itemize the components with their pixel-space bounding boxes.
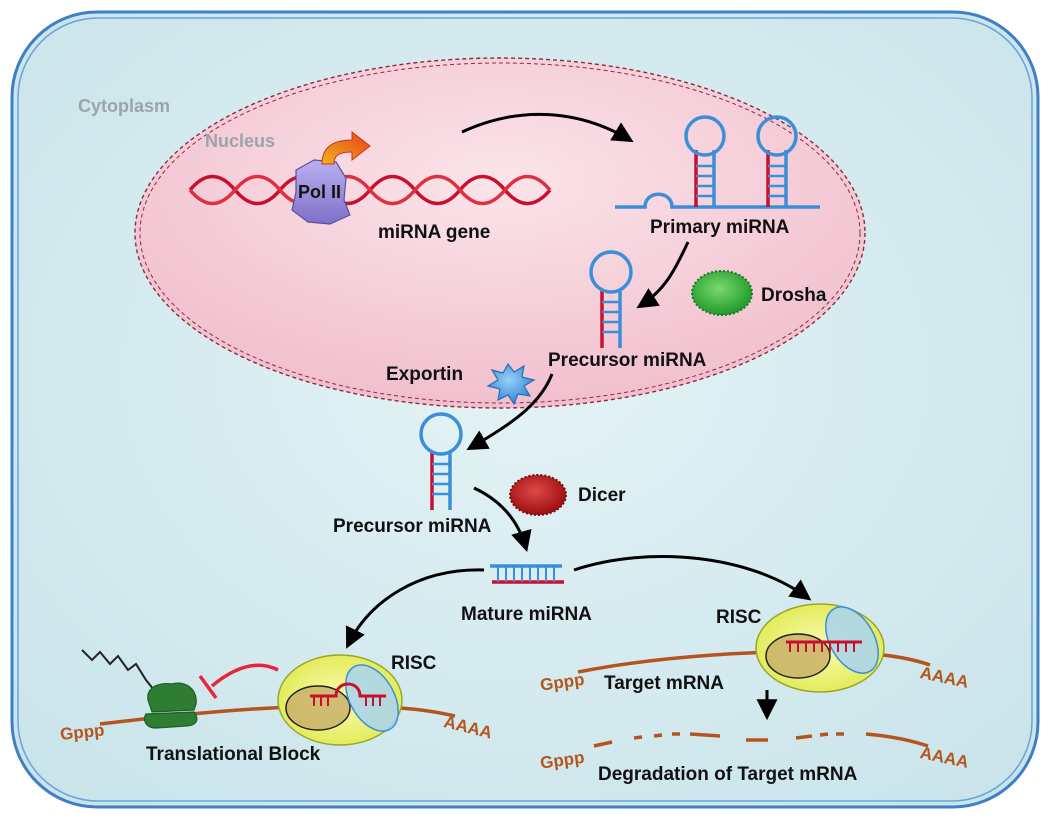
precursor-mirna-nucleus bbox=[589, 250, 633, 348]
target-mrna-label: Target mRNA bbox=[604, 673, 724, 694]
dicer-enzyme bbox=[509, 474, 567, 516]
degraded-mrna-fragments bbox=[593, 732, 929, 748]
arrow-to-translational-block bbox=[345, 568, 485, 649]
arrow-drosha-cleavage bbox=[636, 241, 690, 309]
exportin-protein bbox=[486, 362, 536, 406]
pol2-label: Pol II bbox=[298, 182, 341, 202]
mirna-gene-label: miRNA gene bbox=[378, 222, 490, 243]
cell-membrane-inner bbox=[17, 17, 1033, 802]
arrow-dicer-processing bbox=[473, 486, 532, 553]
mature-mirna-label: Mature miRNA bbox=[461, 604, 592, 625]
primary-mirna bbox=[615, 115, 820, 209]
drosha-enzyme bbox=[691, 270, 753, 316]
nucleus-label: Nucleus bbox=[205, 131, 275, 151]
dicer-label: Dicer bbox=[578, 485, 626, 506]
arrow-nuclear-export bbox=[466, 373, 554, 451]
transcription-start-arrow bbox=[321, 130, 371, 165]
precursor-mirna-nucleus-label: Precursor miRNA bbox=[548, 350, 707, 371]
exportin-label: Exportin bbox=[386, 364, 463, 385]
drosha-label: Drosha bbox=[761, 285, 827, 306]
arrow-to-degradation bbox=[573, 555, 812, 601]
risc-right-label: RISC bbox=[716, 607, 762, 628]
nucleus bbox=[134, 57, 866, 409]
precursor-mirna-cytoplasm-label: Precursor miRNA bbox=[333, 516, 492, 537]
primary-mirna-label: Primary miRNA bbox=[650, 217, 790, 238]
mirna-gene-dna bbox=[188, 174, 552, 206]
arrow-transcription bbox=[461, 112, 634, 143]
risc-complex-right bbox=[755, 603, 885, 693]
precursor-mirna-cytoplasm bbox=[419, 412, 463, 510]
risc-complex-left bbox=[277, 654, 403, 746]
inhibition-symbol bbox=[198, 663, 279, 700]
ribosome bbox=[143, 682, 198, 729]
mature-mirna-duplex bbox=[490, 564, 564, 584]
cap-left-label: Gppp bbox=[59, 720, 105, 744]
nucleus-inner-border bbox=[139, 62, 861, 404]
risc-left-label: RISC bbox=[391, 653, 437, 674]
nascent-peptide bbox=[81, 649, 155, 691]
degradation-label: Degradation of Target mRNA bbox=[598, 764, 858, 785]
cytoplasm-label: Cytoplasm bbox=[78, 96, 170, 116]
translational-block-label: Translational Block bbox=[146, 744, 321, 765]
pol2-enzyme: Pol II bbox=[291, 159, 351, 225]
